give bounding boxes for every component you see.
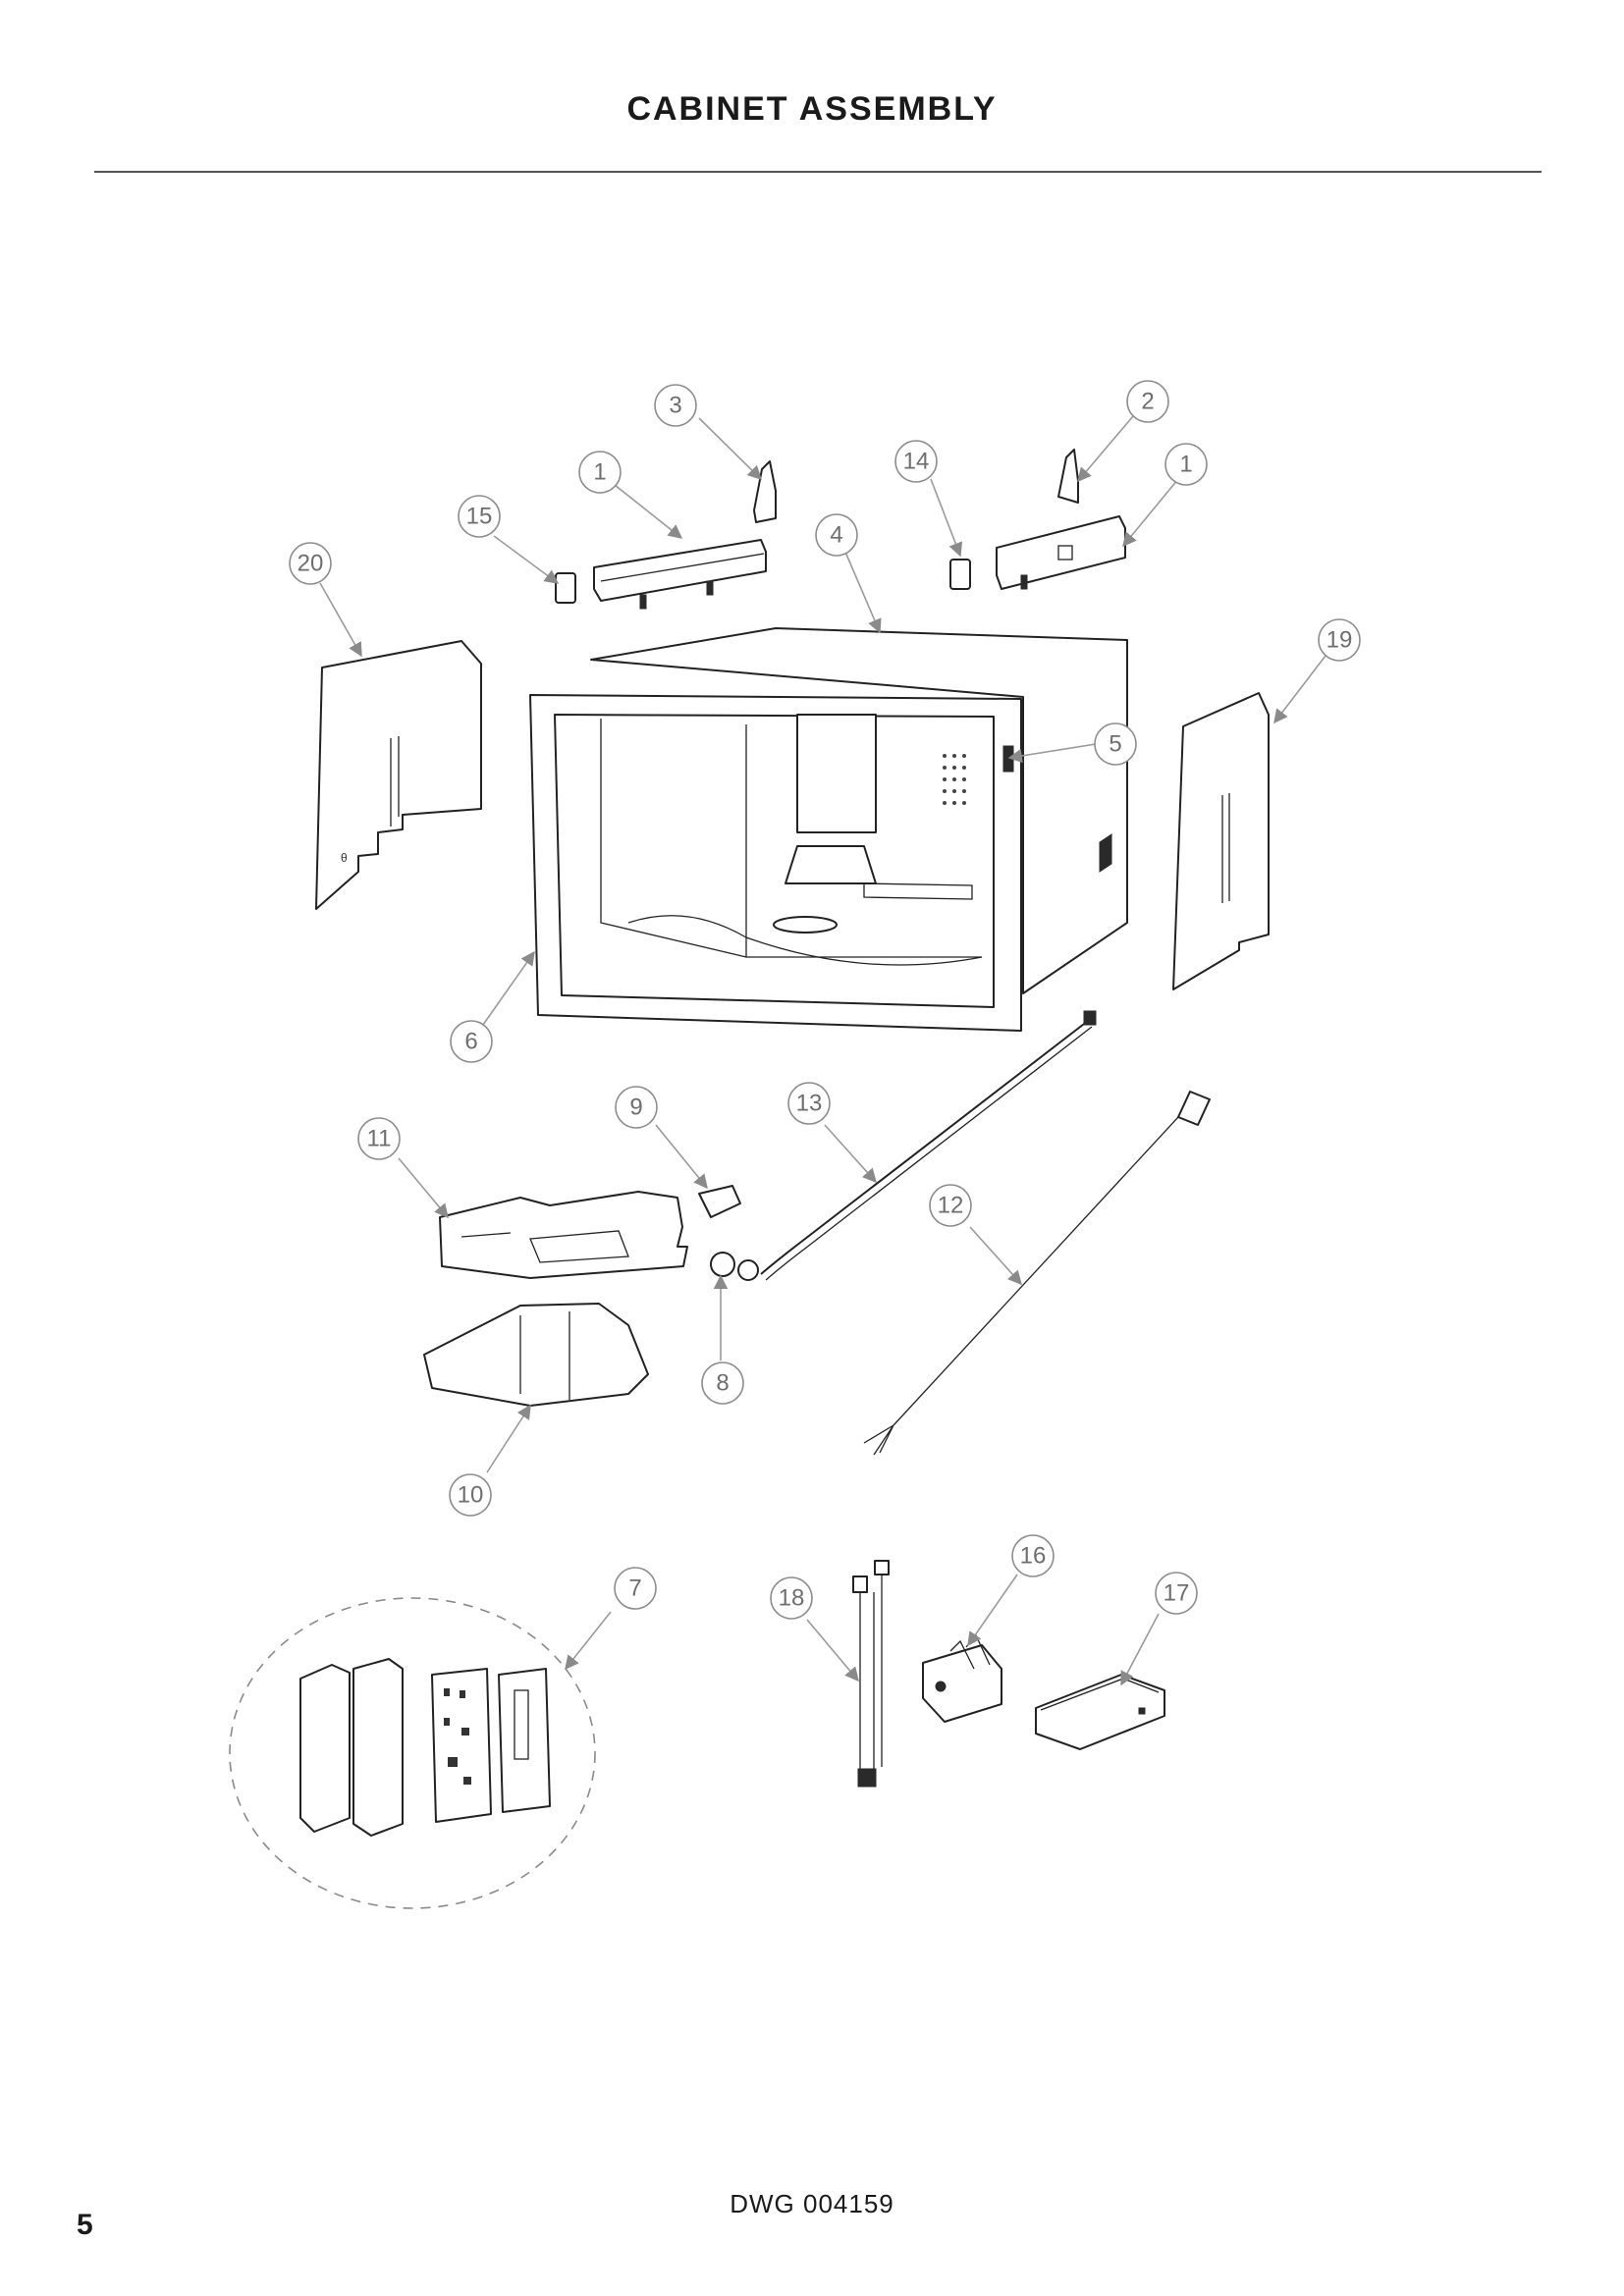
drain-hose-part xyxy=(760,1010,1097,1281)
wire-harness-part xyxy=(852,1560,890,1788)
callout-7: 7 xyxy=(614,1567,657,1610)
power-cord-part xyxy=(863,1091,1211,1456)
svg-text:θ: θ xyxy=(341,851,348,865)
svg-text:20: 20 xyxy=(298,551,324,577)
callout-13: 13 xyxy=(787,1082,831,1125)
callout-1-left: 1 xyxy=(578,451,622,494)
svg-text:10: 10 xyxy=(458,1482,484,1509)
right-side-panel-part xyxy=(1172,692,1270,990)
svg-text:16: 16 xyxy=(1020,1543,1047,1570)
callout-5: 5 xyxy=(1094,722,1137,766)
left-side-panel-part: θ xyxy=(315,640,482,910)
callout-9: 9 xyxy=(615,1086,658,1129)
svg-text:13: 13 xyxy=(796,1091,823,1117)
cabinet-body-part xyxy=(529,627,1128,1032)
svg-text:8: 8 xyxy=(716,1370,729,1397)
svg-text:3: 3 xyxy=(669,393,681,419)
svg-text:6: 6 xyxy=(464,1029,477,1055)
callout-11: 11 xyxy=(357,1117,401,1160)
callout-20: 20 xyxy=(289,542,332,585)
svg-text:17: 17 xyxy=(1164,1580,1190,1607)
callout-16: 16 xyxy=(1011,1534,1055,1577)
callout-3: 3 xyxy=(654,384,697,427)
svg-text:11: 11 xyxy=(367,1126,392,1152)
callout-2: 2 xyxy=(1126,380,1169,423)
svg-text:18: 18 xyxy=(779,1585,805,1612)
callout-18: 18 xyxy=(770,1576,813,1620)
page-number: 5 xyxy=(77,2209,93,2241)
svg-text:5: 5 xyxy=(1109,731,1121,758)
callout-6: 6 xyxy=(450,1020,493,1063)
svg-text:1: 1 xyxy=(593,459,606,486)
clip-part xyxy=(555,559,971,604)
svg-text:15: 15 xyxy=(466,504,493,530)
callout-4: 4 xyxy=(815,513,858,557)
svg-text:14: 14 xyxy=(903,449,930,475)
svg-text:12: 12 xyxy=(938,1193,964,1219)
callout-14: 14 xyxy=(894,440,938,483)
drawing-number: DWG 004159 xyxy=(730,2189,894,2218)
top-rail-right-part xyxy=(996,515,1126,590)
terminal-block-part xyxy=(922,1633,1002,1723)
base-tray-lower-part xyxy=(423,1303,649,1407)
callout-12: 12 xyxy=(929,1184,972,1227)
svg-text:4: 4 xyxy=(830,522,842,549)
base-tray-upper-part xyxy=(439,1191,688,1279)
svg-text:19: 19 xyxy=(1326,627,1353,654)
svg-text:1: 1 xyxy=(1179,452,1192,478)
fitting-part xyxy=(698,1185,759,1281)
svg-text:9: 9 xyxy=(629,1095,642,1121)
svg-text:2: 2 xyxy=(1141,389,1154,415)
callout-19: 19 xyxy=(1318,618,1361,662)
title-divider xyxy=(94,171,1542,173)
svg-text:7: 7 xyxy=(628,1575,641,1602)
callout-8: 8 xyxy=(701,1362,744,1405)
control-module-part xyxy=(229,1597,596,1909)
callout-10: 10 xyxy=(449,1473,492,1517)
electronic-box-part xyxy=(1035,1674,1165,1750)
callout-17: 17 xyxy=(1155,1572,1198,1615)
callout-15: 15 xyxy=(458,495,501,538)
leader-lines xyxy=(319,415,1326,1686)
page-title: CABINET ASSEMBLY xyxy=(626,90,998,128)
top-rail-left-part xyxy=(593,539,767,610)
callout-1-right: 1 xyxy=(1164,443,1208,486)
